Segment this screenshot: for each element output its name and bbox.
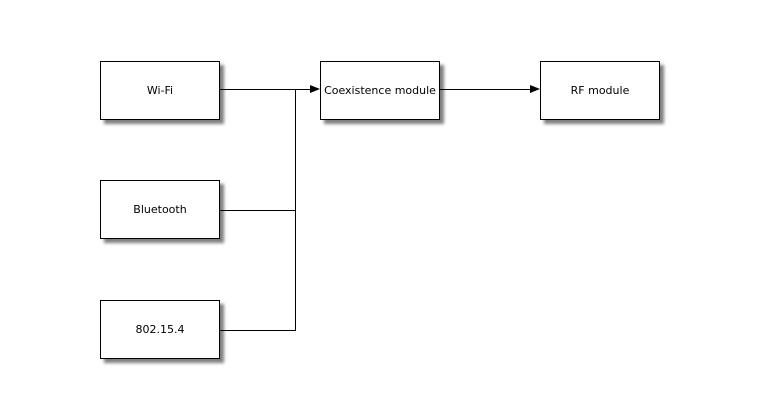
- node-coexistence-module-label: Coexistence module: [324, 84, 436, 97]
- arrowhead-into-rf-icon: [530, 85, 540, 93]
- connector-coexistence-to-rf: [440, 89, 532, 90]
- node-rf-module-label: RF module: [570, 84, 630, 97]
- connector-bluetooth-to-trunk: [220, 210, 296, 211]
- node-802-15-4: 802.15.4: [100, 300, 220, 359]
- node-wifi-label: Wi-Fi: [146, 84, 174, 97]
- connector-802154-to-trunk: [220, 330, 296, 331]
- node-bluetooth: Bluetooth: [100, 180, 220, 239]
- connector-wifi-to-coexistence: [220, 89, 312, 90]
- node-wifi: Wi-Fi: [100, 61, 220, 120]
- node-rf-module: RF module: [540, 61, 660, 120]
- node-802-15-4-label: 802.15.4: [135, 323, 185, 336]
- arrowhead-into-coexistence-icon: [310, 85, 320, 93]
- connector-trunk-vertical: [295, 89, 296, 331]
- node-bluetooth-label: Bluetooth: [133, 203, 187, 216]
- node-coexistence-module: Coexistence module: [320, 61, 440, 120]
